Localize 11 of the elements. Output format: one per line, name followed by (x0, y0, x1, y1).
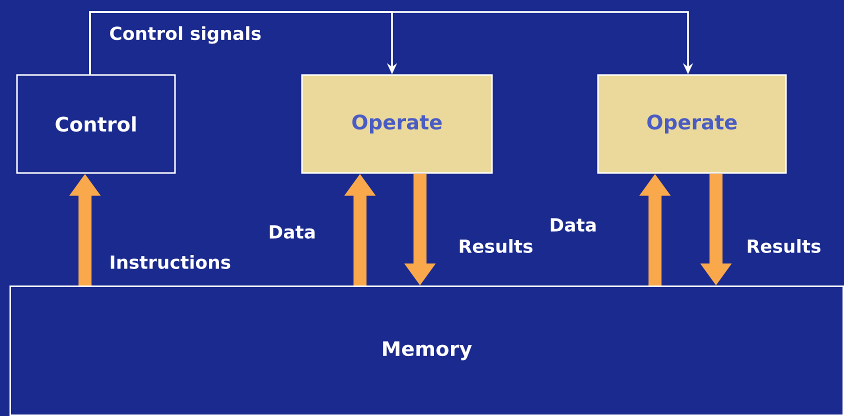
operate-box: Operate (301, 74, 493, 174)
edge-label: Instructions (110, 255, 230, 269)
edge-label: Results (748, 239, 820, 253)
control-box: Control (16, 74, 176, 174)
edge-label: Data (550, 218, 596, 232)
signal-arrow (89, 11, 694, 74)
operate-box: Operate (597, 74, 787, 174)
memory-box: Memory (10, 286, 844, 416)
edge-label: Control signals (110, 26, 261, 44)
edge-label: Data (270, 225, 315, 239)
edge-label: Results (460, 239, 532, 253)
